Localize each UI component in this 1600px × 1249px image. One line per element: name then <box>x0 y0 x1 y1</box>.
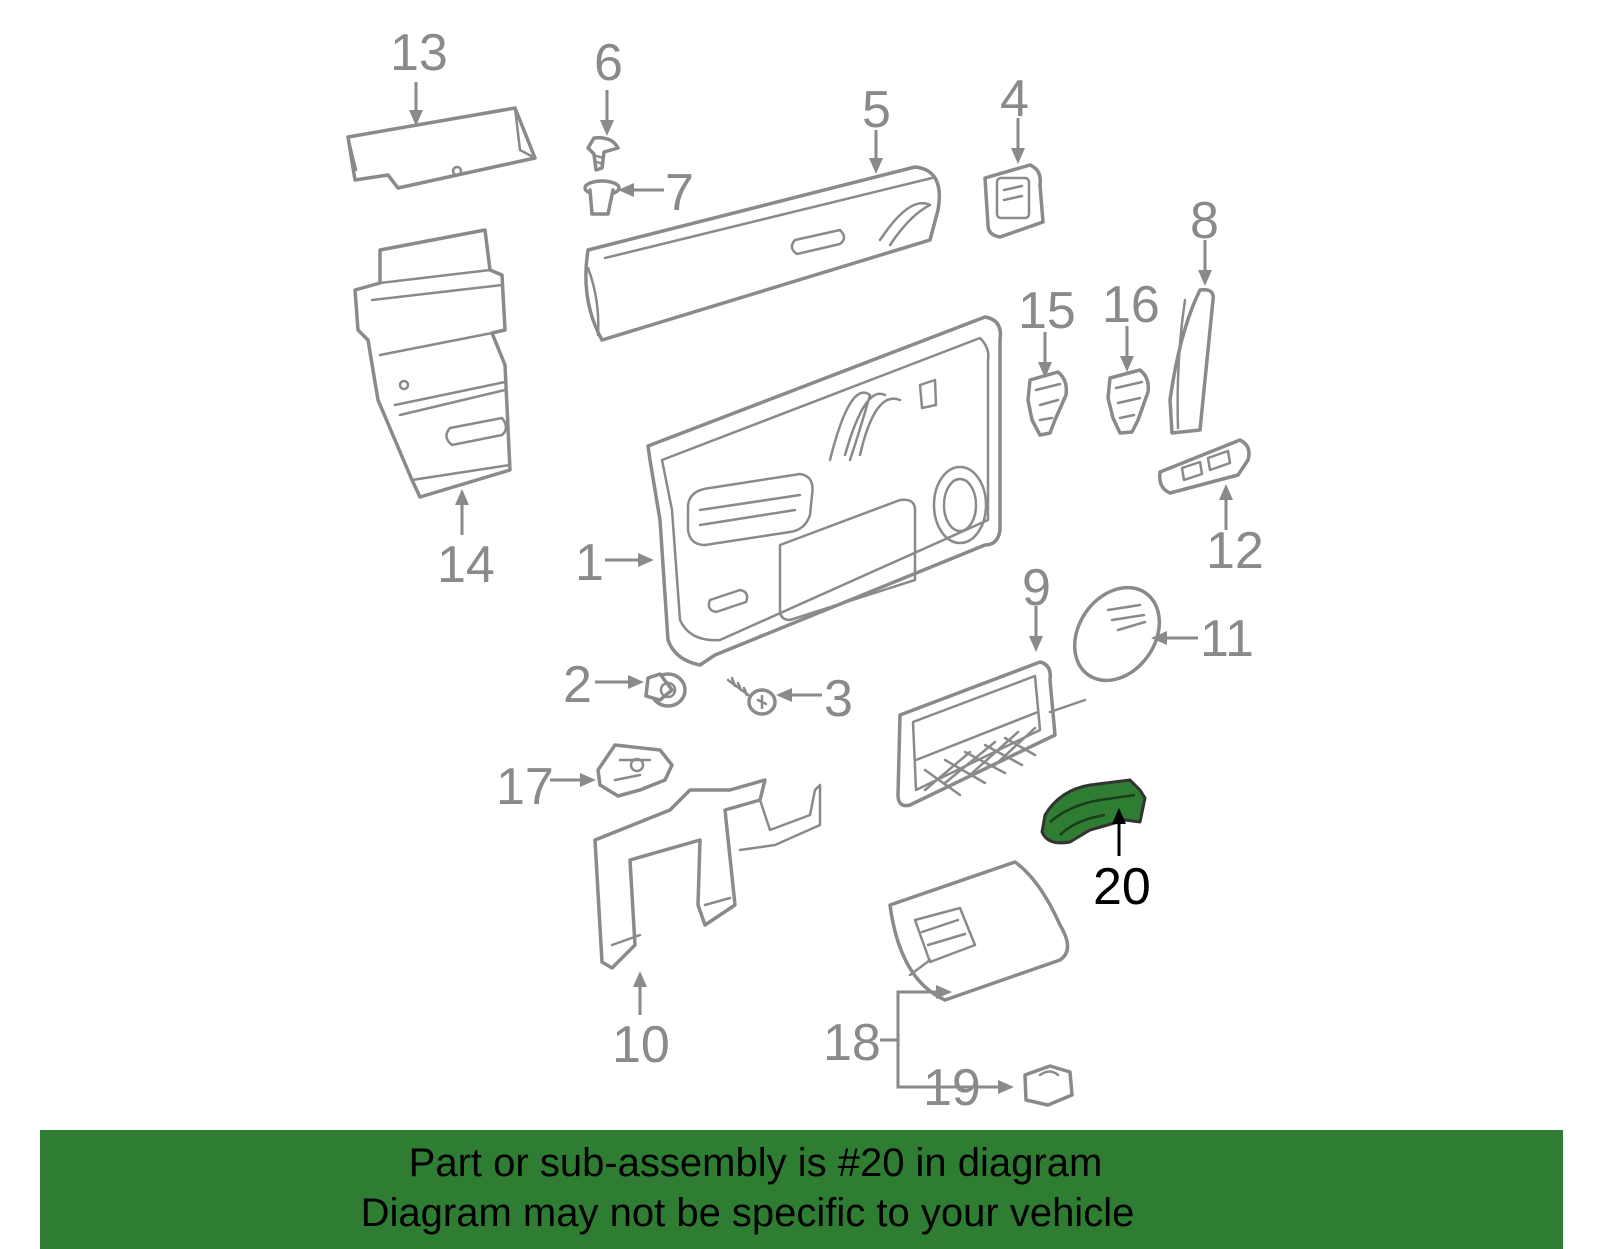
part-20-highlighted[interactable] <box>1040 778 1147 845</box>
part-3-drawing <box>726 676 777 716</box>
part-9-drawing <box>896 660 1087 808</box>
callout-4: 4 <box>1000 70 1029 128</box>
callout-2: 2 <box>563 656 592 714</box>
callout-17: 17 <box>496 758 554 816</box>
callout-15: 15 <box>1018 282 1076 340</box>
callout-10: 10 <box>612 1016 670 1074</box>
callout-12: 12 <box>1206 522 1264 580</box>
part-1-drawing <box>646 315 1003 667</box>
part-4-drawing <box>983 163 1045 239</box>
part-7-drawing <box>583 179 621 216</box>
callout-11: 11 <box>1200 610 1254 668</box>
part-15-drawing <box>1026 370 1069 437</box>
callout-9: 9 <box>1022 559 1051 617</box>
part-6-drawing <box>586 135 620 172</box>
part-5-drawing <box>584 165 941 342</box>
callout-7: 7 <box>665 164 694 222</box>
part-14-drawing <box>353 228 512 499</box>
callout-5: 5 <box>862 81 891 139</box>
part-18-drawing <box>888 860 1070 1002</box>
callout-19: 19 <box>923 1059 981 1117</box>
part-19-drawing <box>1023 1064 1074 1107</box>
callout-16: 16 <box>1102 276 1160 334</box>
part-12-drawing <box>1157 438 1251 495</box>
banner-line-1: Part or sub-assembly is #20 in diagram <box>408 1141 1103 1185</box>
callout-8: 8 <box>1190 192 1219 250</box>
part-16-drawing <box>1106 368 1151 435</box>
callout-1: 1 <box>575 534 604 592</box>
part-8-drawing <box>1168 287 1215 435</box>
part-10-drawing <box>593 778 822 970</box>
callout-18: 18 <box>823 1014 881 1072</box>
banner-line-2: Diagram may not be specific to your vehi… <box>360 1191 1135 1235</box>
part-11-drawing <box>1072 585 1162 683</box>
part-13-drawing <box>346 106 537 190</box>
callout-6: 6 <box>594 34 623 92</box>
callout-14: 14 <box>437 536 495 594</box>
callout-3: 3 <box>824 670 853 728</box>
callout-20: 20 <box>1093 858 1151 916</box>
part-17-drawing <box>596 743 674 798</box>
info-banner: Part or sub-assembly is #20 in diagram D… <box>40 1130 1563 1249</box>
part-2-drawing <box>644 672 687 708</box>
callout-13: 13 <box>390 24 448 82</box>
